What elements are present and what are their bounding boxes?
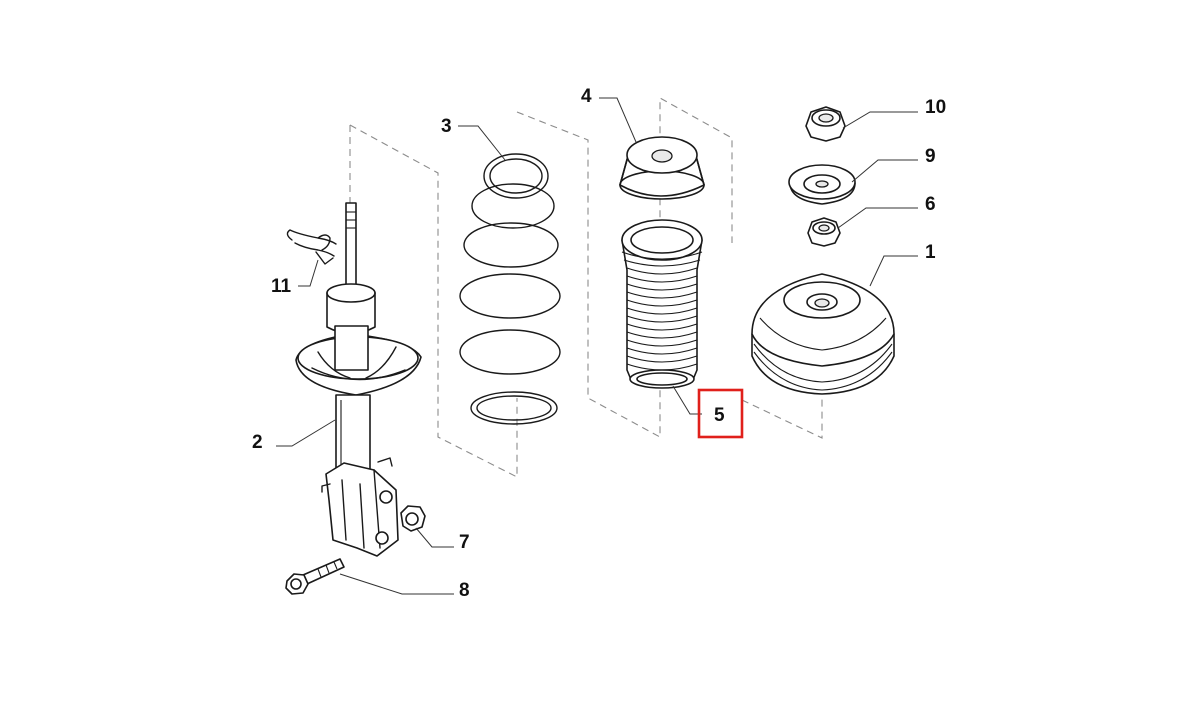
dust-boot-part <box>621 219 703 389</box>
callout-labels: 1 2 3 4 5 6 7 8 9 10 11 <box>252 86 946 601</box>
top-nut-part-10 <box>805 106 846 142</box>
callout-2: 2 <box>252 432 263 453</box>
strut-assembly <box>295 202 422 557</box>
coil-spring-part <box>459 153 561 425</box>
washer-part-9 <box>788 164 856 205</box>
callout-7: 7 <box>459 532 470 553</box>
callout-5-highlight-box <box>697 388 744 439</box>
top-mount-part <box>751 273 895 395</box>
callout-11: 11 <box>271 276 292 297</box>
callout-10: 10 <box>925 97 946 118</box>
callout-8: 8 <box>459 580 470 601</box>
callout-4: 4 <box>581 86 592 107</box>
callout-9: 9 <box>925 146 936 167</box>
clip-part <box>286 229 337 265</box>
nut-part-7 <box>400 505 426 532</box>
leader-lines <box>276 97 918 595</box>
callout-1: 1 <box>925 242 936 263</box>
bolt-part-8 <box>285 558 345 595</box>
nut-part-6 <box>807 217 841 247</box>
callout-3: 3 <box>441 116 452 137</box>
callout-6: 6 <box>925 194 936 215</box>
bump-stop-part <box>619 136 705 200</box>
assembly-guide-lines <box>349 97 823 478</box>
callout-5: 5 <box>714 405 725 426</box>
